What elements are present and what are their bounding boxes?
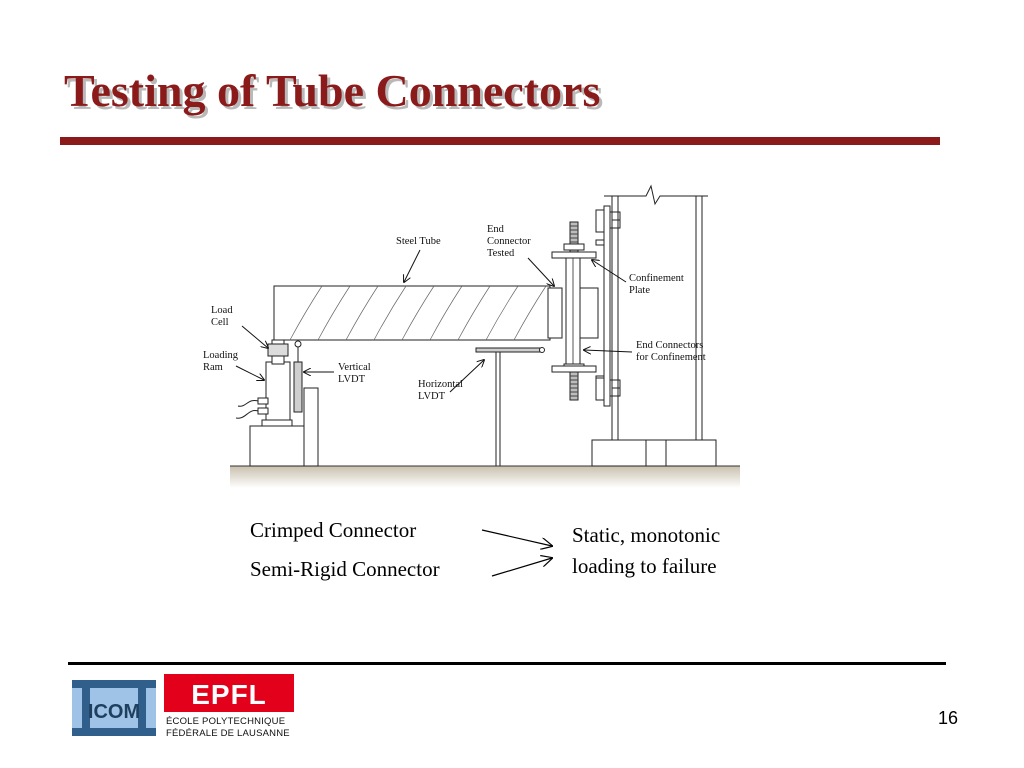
title-underline — [60, 137, 940, 145]
ground — [230, 466, 740, 488]
end-connector-tested-label: End Connector Tested — [487, 224, 533, 259]
loading-ram-label: Loading Ram — [203, 350, 241, 373]
vertical-lvdt-label: Vertical LVDT — [338, 362, 373, 385]
steel-tube-shape — [273, 285, 551, 341]
slide-title: Testing of Tube Connectors — [64, 65, 601, 116]
reaction-frame — [591, 184, 717, 467]
horizontal-lvdt-label: Horizontal LVDT — [418, 379, 466, 402]
vertical-lvdt-device — [293, 340, 319, 467]
reaction-plate — [595, 205, 621, 407]
leader-arrows — [235, 249, 633, 393]
steel-tube-label: Steel Tube — [396, 236, 441, 247]
epfl-logo: EPFL — [164, 674, 294, 712]
loading-ram-assembly — [235, 339, 305, 467]
semi-rigid-connector-text: Semi-Rigid Connector — [250, 557, 440, 581]
result-text-line1: Static, monotonic — [572, 523, 721, 547]
end-connector-block — [547, 287, 599, 339]
crimped-connector-text: Crimped Connector — [250, 518, 417, 542]
horizontal-lvdt-device — [475, 347, 545, 466]
icom-logo: ICOM — [68, 676, 160, 740]
svg-text:EPFL: EPFL — [191, 679, 267, 710]
svg-text:ICOM: ICOM — [88, 701, 140, 723]
test-setup-diagram: Steel Tube End Connector Tested Load Cel… — [203, 184, 740, 488]
end-connectors-confinement-label: End Connectors for Confinement — [636, 340, 706, 363]
confinement-plate-label: Confinement Plate — [629, 273, 686, 296]
result-text-line2: loading to failure — [572, 554, 717, 578]
load-cell-label: Load Cell — [211, 305, 235, 328]
page-number: 16 — [938, 708, 959, 728]
epfl-name-line1: ÉCOLE POLYTECHNIQUE — [166, 716, 286, 727]
epfl-name-line2: FÉDÉRALE DE LAUSANNE — [166, 728, 290, 739]
footer-divider — [68, 662, 946, 665]
